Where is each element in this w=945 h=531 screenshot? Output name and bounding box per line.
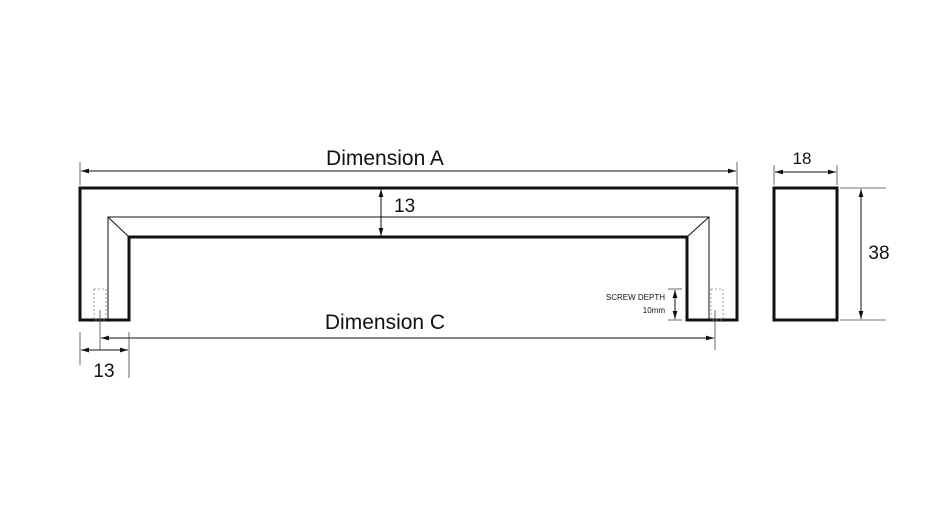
chamfer-left [107, 216, 130, 238]
screw-hole-right [710, 288, 724, 321]
inner-thickness-label: 13 [394, 196, 415, 217]
screw-depth-value: 10mm [643, 306, 666, 315]
profile-height-label: 38 [868, 243, 889, 264]
leg-width-label: 13 [93, 361, 114, 382]
screw-depth-title: SCREW DEPTH [606, 293, 665, 302]
chamfer-right [686, 216, 710, 238]
dimension-a-label: Dimension A [326, 147, 444, 170]
profile-outline [772, 186, 839, 322]
dimension-a: Dimension A [79, 147, 738, 185]
profile-width-dimension: 18 [773, 149, 838, 185]
leg-width-dimension: 13 [79, 332, 130, 382]
inner-thickness-dimension: 13 [378, 189, 415, 236]
dimension-c: Dimension C [99, 310, 716, 350]
profile-height-dimension: 38 [840, 187, 890, 321]
handle-inner-chamfer [107, 216, 710, 320]
profile-end-view [772, 186, 839, 322]
screw-depth-note: SCREW DEPTH 10mm [606, 288, 682, 321]
profile-width-label: 18 [793, 149, 812, 168]
dimension-c-label: Dimension C [325, 311, 445, 334]
